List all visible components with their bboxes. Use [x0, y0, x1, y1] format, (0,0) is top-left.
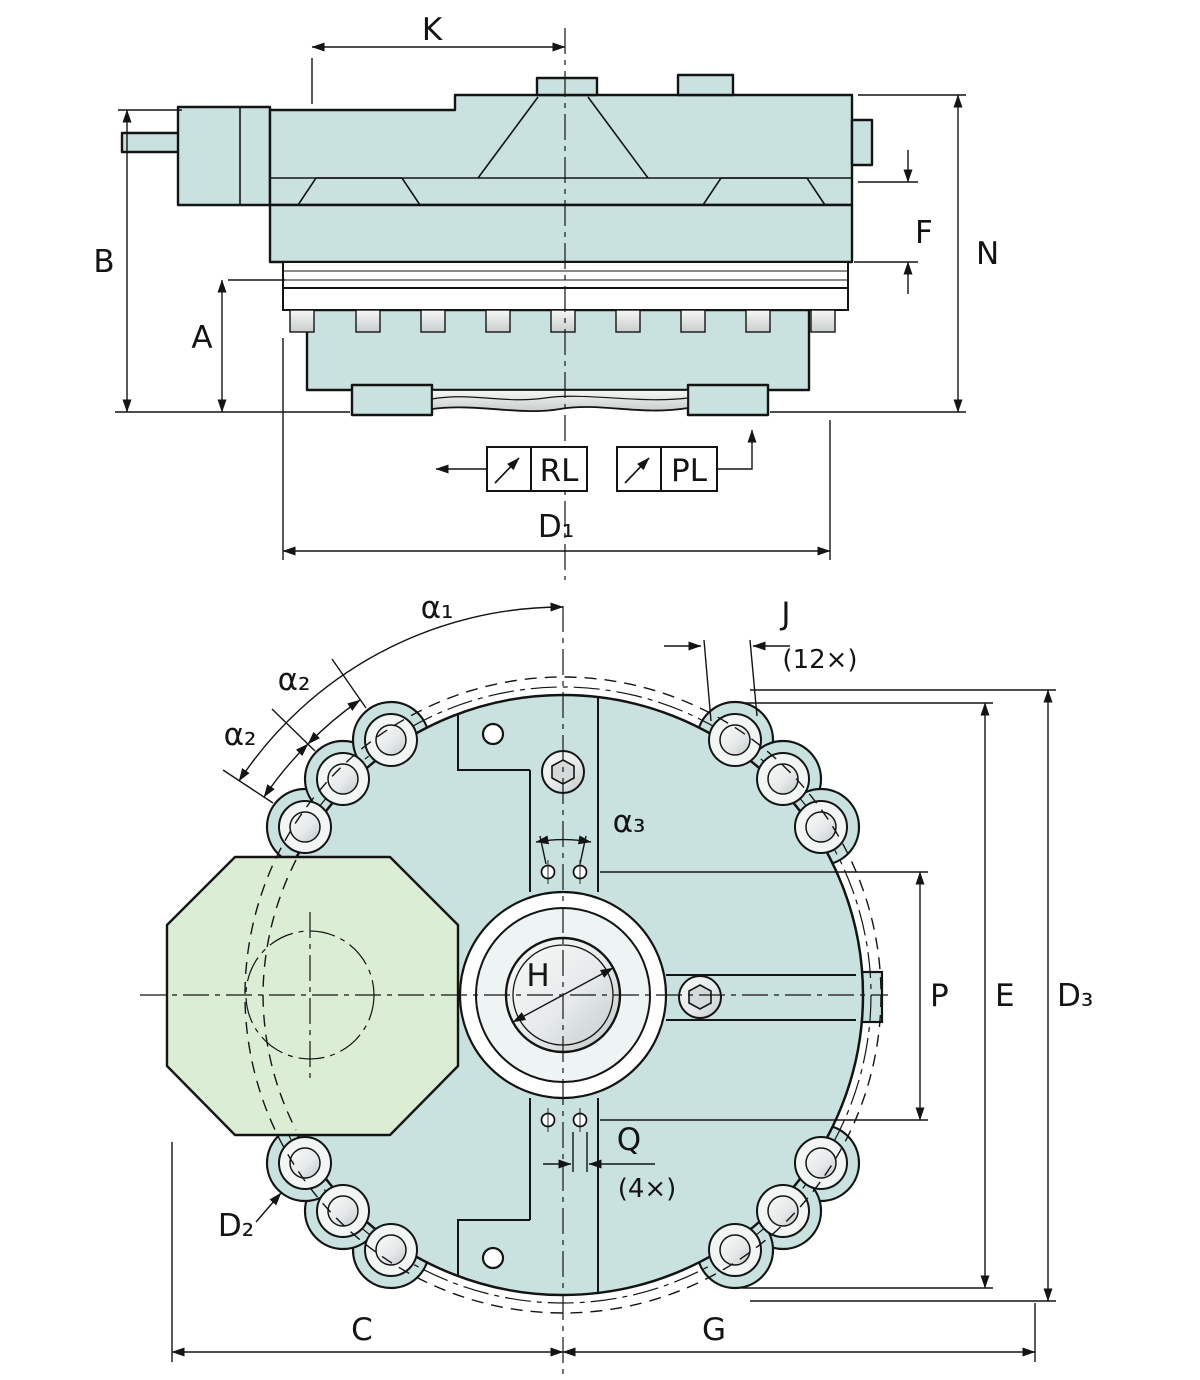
count-label-j: (12×)	[782, 645, 857, 675]
cover-flange	[268, 203, 854, 264]
hex-plug-right	[678, 975, 722, 1019]
bolt-head	[680, 309, 706, 333]
angle-arc-alpha1	[238, 602, 564, 782]
dim-label-a: A	[191, 320, 212, 356]
q-holes	[540, 860, 588, 1132]
bolt-head	[289, 309, 315, 333]
bearing-cap-left	[350, 383, 434, 417]
mount-flange	[165, 855, 460, 1137]
bolt-head	[485, 309, 511, 333]
pin-hole-top	[481, 722, 505, 746]
flow-arrow-icon	[624, 457, 650, 484]
pl-leader-arrow	[717, 429, 757, 470]
dim-label-k: K	[422, 12, 443, 48]
top-cover	[268, 93, 854, 207]
dim-label-d2: D₂	[218, 1208, 254, 1244]
port-box-pl: PL	[616, 446, 718, 492]
side-section-view: RL PL K B A F N D₁	[93, 12, 999, 580]
dim-label-p: P	[930, 978, 949, 1014]
d2-leader-arrow	[255, 1192, 282, 1223]
cover-lug	[676, 73, 735, 97]
pin-hole-bottom	[481, 1246, 505, 1270]
cover-tab	[850, 118, 874, 167]
housing-body	[120, 73, 874, 417]
angle-arc-alpha2-b	[263, 743, 309, 798]
dim-label-d3: D₃	[1057, 978, 1093, 1014]
angle-arc-alpha3	[535, 835, 592, 845]
dim-line-h	[512, 967, 614, 1023]
port-rl-label: RL	[540, 453, 580, 489]
bolt-head	[745, 309, 771, 333]
dim-label-d1: D₁	[538, 509, 574, 545]
output-shaft	[431, 389, 689, 413]
bolt-head	[615, 309, 641, 333]
side-dimensions	[115, 42, 966, 560]
dim-label-j: J	[779, 596, 790, 632]
hex-socket-icon	[688, 984, 712, 1010]
count-label-q: (4×)	[618, 1174, 677, 1204]
dim-label-h: H	[526, 958, 549, 994]
front-dimensions	[171, 602, 1056, 1362]
front-view: α₁ α₂ α₂ α₃ J (12×) H P E D₃ Q (4×) D₂ C…	[140, 590, 1093, 1375]
cover-details	[239, 96, 852, 206]
dim-label-f: F	[915, 215, 933, 251]
dim-label-e: E	[995, 978, 1015, 1014]
dim-label-b: B	[93, 244, 114, 280]
motor-tab	[120, 131, 182, 154]
port-box-rl: RL	[486, 446, 588, 492]
angle-arc-alpha2-a	[307, 699, 361, 745]
dim-label-n: N	[976, 236, 999, 272]
bolt-head	[355, 309, 381, 333]
motor-block	[176, 105, 272, 207]
cover-lug	[535, 76, 599, 97]
dim-label-c: C	[351, 1312, 373, 1348]
dim-label-g: G	[702, 1312, 726, 1348]
dim-label-q: Q	[617, 1122, 641, 1158]
bolt-head	[810, 309, 836, 333]
dim-label-alpha2-a: α₂	[278, 662, 311, 698]
bearing-cap-right	[686, 383, 770, 417]
flow-arrow-icon	[494, 457, 520, 484]
dim-label-alpha1: α₁	[421, 590, 454, 626]
dim-label-alpha2-b: α₂	[224, 717, 257, 753]
dim-label-alpha3: α₃	[613, 804, 646, 840]
bolt-row	[289, 309, 836, 333]
bolt-head	[420, 309, 446, 333]
bolt-head	[550, 309, 576, 333]
port-pl-label: PL	[671, 453, 708, 489]
